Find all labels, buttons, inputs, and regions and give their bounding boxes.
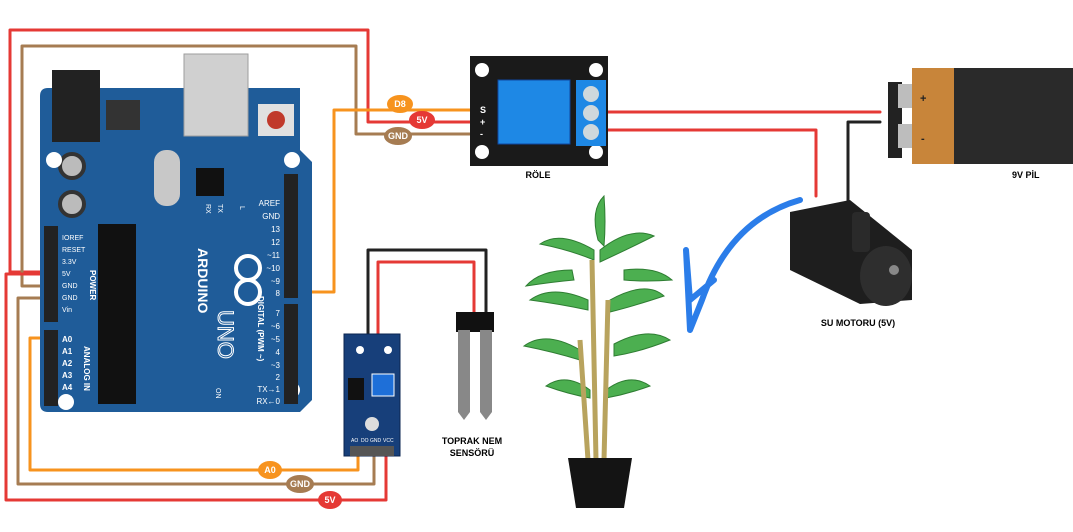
pin-label-rx0: RX←0 xyxy=(256,397,280,406)
sensor-pin-gnd: GND xyxy=(370,438,382,444)
usb-connector xyxy=(183,53,249,137)
battery-caption: 9V PİL xyxy=(1012,170,1040,180)
badge-5v-bottom: 5V xyxy=(318,491,342,509)
arduino-brand: ARDUINO xyxy=(195,248,211,313)
pin-label-5v: 5V xyxy=(62,271,71,278)
wire-gnd-sensor xyxy=(16,296,376,486)
svg-text:GND: GND xyxy=(290,479,311,489)
pin-label-2: 2 xyxy=(276,373,281,382)
sensor-pin-do: DO xyxy=(361,438,369,444)
motor-caption: SU MOTORU (5V) xyxy=(821,318,895,328)
badge-d8: D8 xyxy=(387,95,413,113)
pin-label-6: ~6 xyxy=(271,322,281,331)
badge-gnd-top: GND xyxy=(384,127,412,145)
svg-text:5V: 5V xyxy=(416,115,427,125)
sensor-caption-line1: TOPRAK NEM xyxy=(442,436,502,446)
wire-battery-motor xyxy=(846,120,882,214)
svg-text:D8: D8 xyxy=(394,99,406,109)
pin-label-vin: Vin xyxy=(62,307,72,314)
relay-pin-plus: + xyxy=(480,117,485,127)
plant-pot xyxy=(568,458,632,508)
pin-label-reset: RESET xyxy=(62,247,86,254)
wire-5v-sensor xyxy=(4,272,388,502)
sensor-caption-line2: SENSÖRÜ xyxy=(450,448,495,458)
pin-label-a3: A3 xyxy=(62,371,73,380)
badge-a0: A0 xyxy=(258,461,282,479)
pin-label-11: ~11 xyxy=(267,251,281,260)
power-header: POWER xyxy=(88,270,97,300)
pin-label-gnd2: GND xyxy=(62,295,78,302)
pin-label-a5: A5 xyxy=(62,395,73,404)
svg-text:5V: 5V xyxy=(324,495,335,505)
pin-label-tx1: TX→1 xyxy=(257,385,280,394)
svg-text:GND: GND xyxy=(388,131,409,141)
pin-label-a2: A2 xyxy=(62,359,73,368)
wire-probe-red xyxy=(376,260,476,338)
pin-label-gnd-d: GND xyxy=(262,212,280,221)
pin-label-9: ~9 xyxy=(271,277,281,286)
digital-header: DIGITAL (PWM ~) xyxy=(256,296,265,362)
pin-label-ioref: IOREF xyxy=(62,235,83,242)
pin-label-12: 12 xyxy=(271,238,280,247)
wire-label-badges: D8 5V GND A0 GND 5V xyxy=(258,95,435,509)
pin-label-aref: AREF xyxy=(259,199,280,208)
water-flow-arrow-icon xyxy=(683,197,803,333)
relay-module: S + - RÖLE xyxy=(470,56,608,180)
reset-button xyxy=(267,111,285,129)
wires xyxy=(4,28,882,502)
l-led-label: L xyxy=(238,206,245,210)
soil-moisture-sensor: AO DO GND VCC xyxy=(343,333,401,457)
relay-pin-s: S xyxy=(480,105,486,115)
pin-label-a1: A1 xyxy=(62,347,73,356)
badge-gnd-bottom: GND xyxy=(286,475,314,493)
pin-label-3: ~3 xyxy=(271,361,281,370)
tx-led-label: TX xyxy=(216,204,223,213)
relay-pin-minus: - xyxy=(480,129,483,139)
battery: + - 9V PİL xyxy=(888,68,1073,180)
arduino-model: UNO xyxy=(213,310,238,359)
svg-text:A0: A0 xyxy=(264,465,276,475)
relay-caption: RÖLE xyxy=(525,170,550,180)
sensor-pin-ao: AO xyxy=(351,438,358,444)
pin-label-a4: A4 xyxy=(62,383,73,392)
arduino-logo-icon xyxy=(234,254,262,306)
wire-gnd-relay xyxy=(20,44,480,288)
power-jack xyxy=(52,70,100,142)
on-led-label: ON xyxy=(214,388,221,399)
battery-plus-label: + xyxy=(920,93,926,105)
wire-probe-black xyxy=(366,248,488,338)
water-pump-motor: SU MOTORU (5V) xyxy=(790,200,912,328)
pin-label-4: 4 xyxy=(276,348,281,357)
pin-label-7: 7 xyxy=(276,309,281,318)
arduino-board: IOREF RESET 3.3V 5V GND GND Vin POWER A0… xyxy=(40,53,312,412)
badge-5v-top: 5V xyxy=(409,111,435,129)
wire-5v-relay xyxy=(8,28,480,274)
pin-label-a0: A0 xyxy=(62,335,73,344)
rx-led-label: RX xyxy=(204,204,211,214)
plant-stem xyxy=(577,259,611,461)
pin-label-gnd1: GND xyxy=(62,283,78,290)
relay-coil xyxy=(497,79,571,145)
pin-label-3v3: 3.3V xyxy=(62,259,77,266)
plant-leaves xyxy=(522,194,674,399)
pin-label-10: ~10 xyxy=(266,264,280,273)
pin-label-8: 8 xyxy=(276,289,281,298)
wire-a0-sensor xyxy=(28,336,360,472)
pin-label-13: 13 xyxy=(271,225,280,234)
analog-header: ANALOG IN xyxy=(82,346,91,391)
sensor-pin-vcc: VCC xyxy=(383,438,394,444)
pin-label-5: ~5 xyxy=(271,335,281,344)
chip-atmega xyxy=(98,224,136,404)
wire-relay-motor xyxy=(598,128,818,198)
soil-probe: TOPRAK NEM SENSÖRÜ xyxy=(442,312,502,458)
plant xyxy=(522,194,674,508)
battery-minus-label: - xyxy=(921,133,925,145)
